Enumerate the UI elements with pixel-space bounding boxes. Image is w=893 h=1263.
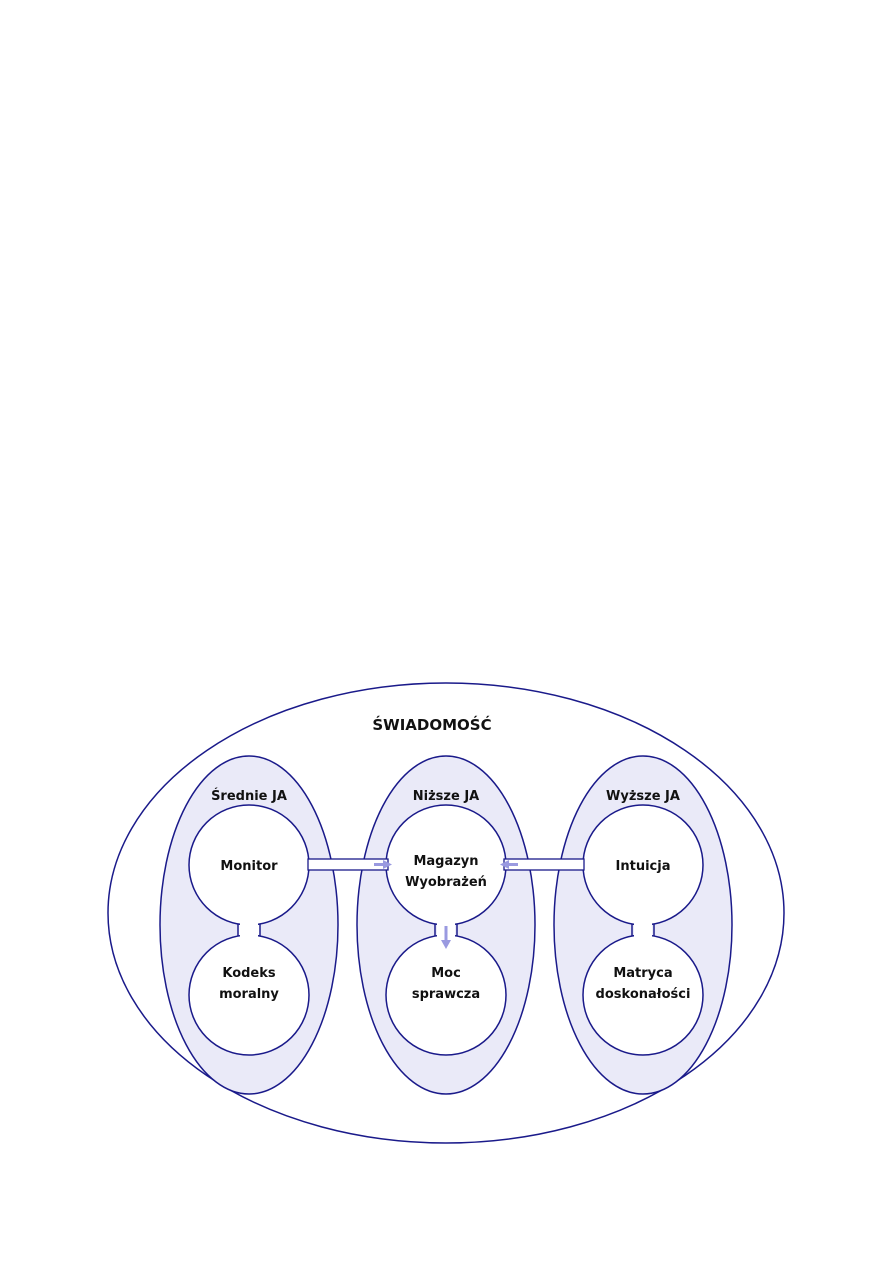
node-label-monitor: Monitor: [220, 859, 278, 874]
diagram-title: ŚWIADOMOŚĆ: [372, 715, 491, 734]
node-label-moralny: moralny: [219, 987, 279, 1002]
group-srednie-ja: Średnie JA Monitor Kodeks moralny: [159, 755, 339, 1095]
node-label-kodeks: Kodeks: [222, 966, 276, 981]
group-title-wyzsze: Wyższe JA: [606, 789, 680, 804]
arrow-left-icon: [500, 860, 509, 869]
connector-monitor-to-magazyn: [307, 858, 392, 871]
group-title-nizsze: Niższe JA: [413, 789, 479, 804]
node-label-magazyn: Magazyn: [413, 854, 478, 869]
node-label-doskonalosci: doskonałości: [596, 987, 691, 1002]
node-label-moc: Moc: [431, 966, 461, 981]
node-label-sprawcza: sprawcza: [412, 987, 480, 1002]
node-label-intuicja: Intuicja: [616, 859, 671, 874]
connector-magazyn-to-moc: [441, 926, 451, 949]
group-title-srednie: Średnie JA: [211, 788, 287, 804]
node-label-matryca: Matryca: [613, 966, 672, 981]
node-label-wyobrazen: Wyobrażeń: [405, 875, 487, 890]
group-nizsze-ja: Niższe JA Magazyn Wyobrażeń Moc sprawcza: [356, 755, 536, 1095]
arrow-down-icon: [441, 940, 451, 949]
arrow-right-icon: [383, 860, 392, 869]
connector-intuicja-to-magazyn: [500, 858, 585, 871]
group-wyzsze-ja: Wyższe JA Intuicja Matryca doskonałości: [553, 755, 733, 1095]
